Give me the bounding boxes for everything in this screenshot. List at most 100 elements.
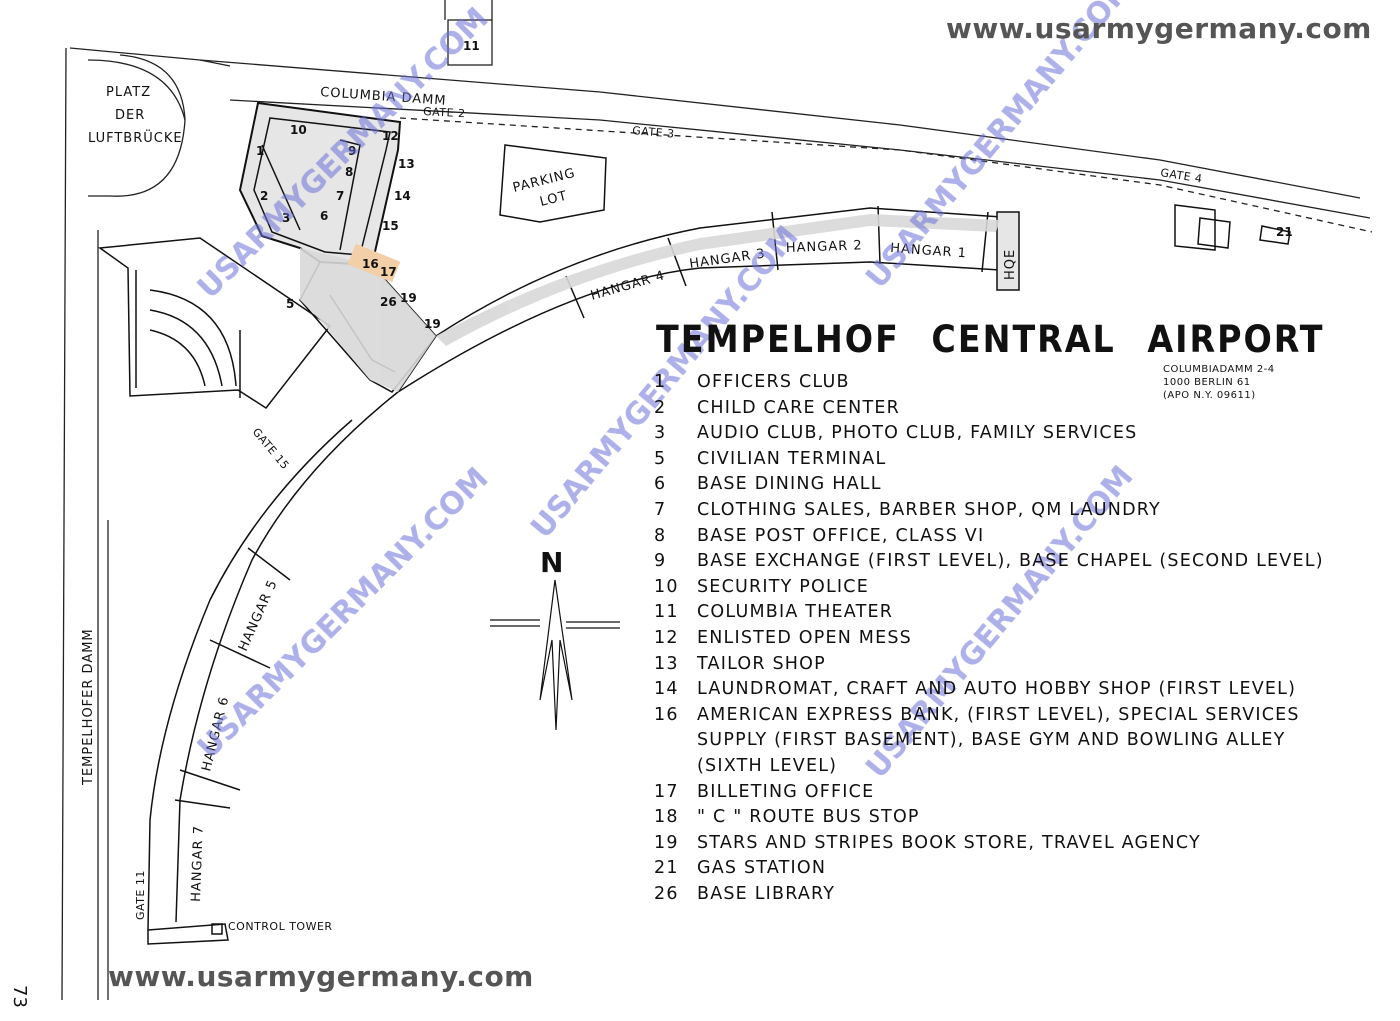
hangar1-label: HANGAR 1 [890, 241, 968, 261]
building-3: 3 [282, 211, 290, 225]
building-7: 7 [336, 189, 344, 203]
address-line: (APO N.Y. 09611) [1163, 390, 1256, 401]
legend-item: 18 " C " ROUTE BUS STOP [650, 805, 1324, 831]
legend-text: BASE LIBRARY [697, 883, 836, 904]
parking-label-1: PARKING [511, 166, 577, 196]
building-5: 5 [286, 297, 294, 311]
platz-label-1: PLATZ [106, 85, 151, 100]
platz-label-3: LUFTBRÜCKE [88, 129, 183, 146]
building-26: 26 [380, 295, 397, 309]
legend-number: 14 [654, 679, 679, 700]
legend-number: 1 [654, 372, 667, 392]
legend-text: AUDIO CLUB, PHOTO CLUB, FAMILY SERVICES [697, 423, 1138, 444]
address-line: 1000 BERLIN 61 [1163, 377, 1251, 388]
building-17: 17 [380, 265, 397, 279]
building-21: 21 [1276, 225, 1293, 239]
legend-text: GAS STATION [697, 858, 827, 879]
building-12: 12 [382, 129, 399, 143]
map-title: TEMPELHOF CENTRAL AIRPORT [656, 318, 1325, 361]
page-number: 73 [9, 985, 30, 1008]
hangar7-label: HANGAR 7 [189, 825, 207, 902]
legend-number: 10 [654, 576, 679, 597]
gate2-label: GATE 2 [423, 105, 466, 120]
hangar5-label: HANGAR 5 [236, 577, 281, 653]
tempelhofer-damm-road [61, 47, 231, 1001]
columbia-damm-road [199, 59, 1371, 219]
theater-building [447, 19, 493, 66]
legend-text: (SIXTH LEVEL) [697, 755, 838, 776]
legend-text: LAUNDROMAT, CRAFT AND AUTO HOBBY SHOP (F… [697, 679, 1297, 700]
control-tower-label: CONTROL TOWER [228, 920, 333, 933]
legend-number: 21 [654, 858, 679, 879]
legend-item: 1 OFFICERS CLUB [650, 370, 1324, 396]
building-11: 11 [463, 39, 480, 53]
legend-text: CLOTHING SALES, BARBER SHOP, QM LAUNDRY [697, 499, 1161, 520]
platz-circle [87, 59, 186, 197]
legend-number: 19 [654, 832, 679, 853]
building-19b: 19 [424, 317, 441, 331]
hangar-arc-west-outer [175, 391, 399, 923]
legend-item: 3 AUDIO CLUB, PHOTO CLUB, FAMILY SERVICES [650, 421, 1324, 447]
north-label: N [540, 546, 563, 579]
hqe-block [996, 211, 1020, 291]
hangar-arc-outer [435, 207, 1017, 337]
legend-text: CHILD CARE CENTER [697, 397, 900, 418]
legend-number: 9 [654, 551, 667, 572]
fence-line [399, 117, 1373, 233]
legend-text: BILLETING OFFICE [697, 781, 875, 802]
legend-item: 21 GAS STATION [650, 856, 1324, 882]
building-1: 1 [256, 144, 264, 158]
hangar-arc-west-inner [147, 419, 353, 931]
building-6: 6 [320, 209, 328, 223]
legend-number: 12 [654, 627, 679, 648]
gate11-label: GATE 11 [134, 870, 147, 920]
legend-text: TAILOR SHOP [697, 653, 826, 674]
watermark-overlay-3: USARMYGERMANY.COM [191, 461, 496, 766]
legend-number: 3 [654, 423, 667, 444]
legend-number: 8 [654, 525, 667, 546]
legend-text: COLUMBIA THEATER [697, 602, 894, 623]
building-8: 8 [345, 165, 353, 179]
legend-number [650, 754, 697, 780]
parking-label-2: LOT [538, 189, 569, 210]
platz-label-2: DER [115, 108, 145, 123]
building-15: 15 [382, 219, 399, 233]
building-14: 14 [394, 189, 411, 203]
legend-number [650, 728, 697, 754]
legend-text: " C " ROUTE BUS STOP [697, 807, 920, 828]
terminal-west-block [97, 237, 332, 410]
gate15-label: GATE 15 [250, 426, 292, 473]
legend-item: 10 SECURITY POLICE [650, 575, 1324, 601]
legend-text: OFFICERS CLUB [697, 372, 850, 392]
legend-number: 18 [654, 807, 679, 828]
legend-item: 9 BASE EXCHANGE (FIRST LEVEL), BASE CHAPE… [650, 549, 1324, 575]
legend-text: BASE POST OFFICE, CLASS VI [697, 525, 985, 546]
legend-number: 17 [654, 781, 679, 802]
gate4-label: GATE 4 [1160, 166, 1204, 185]
building-2: 2 [260, 189, 268, 203]
control-tower-box [211, 923, 223, 935]
gate3-label: GATE 3 [632, 124, 675, 141]
building-16: 16 [362, 257, 379, 271]
north-arrow [490, 579, 620, 731]
legend-number: 16 [654, 704, 679, 725]
legend-text: BASE EXCHANGE (FIRST LEVEL), BASE CHAPEL… [697, 551, 1324, 572]
address-block: COLUMBIADAMM 2-4 1000 BERLIN 61 (APO N.Y… [1163, 363, 1275, 402]
watermark-url-top: www.usarmygermany.com [946, 12, 1372, 45]
building-13: 13 [398, 157, 415, 171]
legend-item: SUPPLY (FIRST BASEMENT), BASE GYM AND BO… [650, 728, 1324, 754]
hangar-arc-inner [397, 261, 1001, 393]
legend-text: SECURITY POLICE [697, 576, 869, 597]
building-19a: 19 [400, 291, 417, 305]
watermark-url-bottom: www.usarmygermany.com [108, 960, 534, 993]
hangar2-label: HANGAR 2 [786, 238, 863, 256]
